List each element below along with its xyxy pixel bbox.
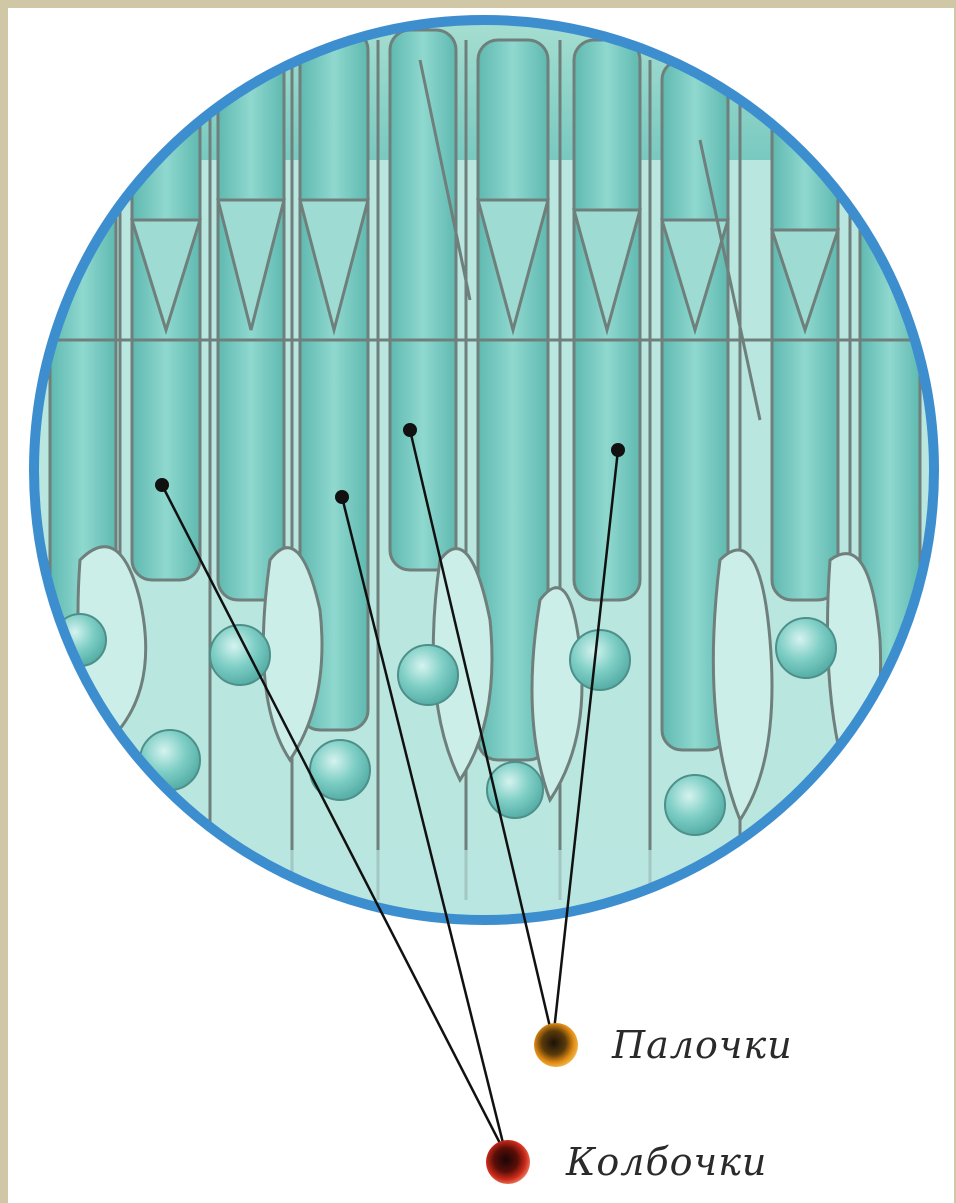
cones-label: Колбочки xyxy=(566,1140,767,1184)
cone-pointer-dot xyxy=(335,490,349,504)
rod-pointer-dot xyxy=(403,423,417,437)
cell-nucleus xyxy=(140,730,200,790)
rods-marker-icon xyxy=(534,1023,578,1067)
cell-nucleus xyxy=(665,775,725,835)
rod-pointer-dot xyxy=(611,443,625,457)
rods-label: Палочки xyxy=(612,1023,793,1067)
cones-marker-icon xyxy=(486,1140,530,1184)
cell-nucleus xyxy=(570,630,630,690)
cone-pointer-dot xyxy=(155,478,169,492)
cell-nucleus xyxy=(398,645,458,705)
cell-nucleus xyxy=(776,618,836,678)
